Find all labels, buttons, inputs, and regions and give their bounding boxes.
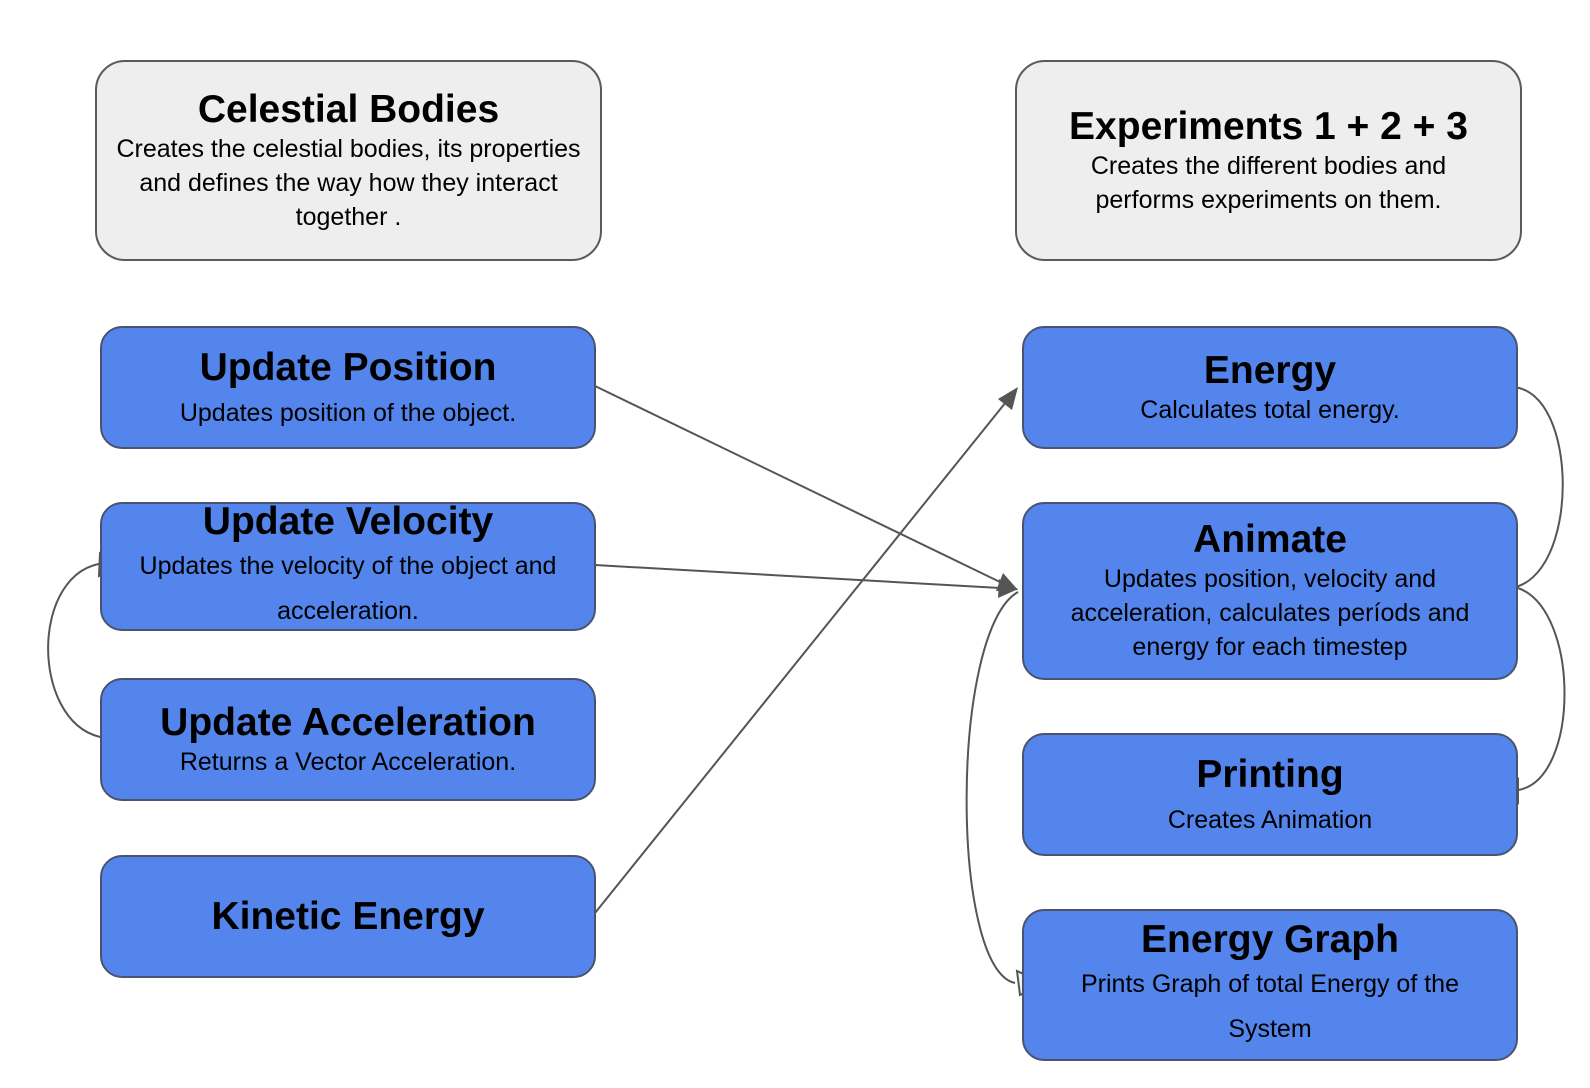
energy-desc: Calculates total energy.: [1140, 395, 1400, 424]
energy-graph-node: Energy Graph Prints Graph of total Energ…: [1022, 909, 1518, 1061]
update-position-title: Update Position: [199, 345, 497, 389]
experiments-desc: Creates the different bodies and perform…: [1090, 151, 1447, 214]
printing-title: Printing: [1196, 752, 1344, 796]
experiments-title: Experiments 1 + 2 + 3: [1069, 104, 1468, 148]
printing-desc: Creates Animation: [1167, 805, 1373, 834]
printing-node: Printing Creates Animation: [1022, 733, 1518, 856]
energy-title: Energy: [1203, 348, 1337, 392]
celestial-bodies-desc: Creates the celestial bodies, its proper…: [116, 134, 581, 231]
update-acceleration-node: Update Acceleration Returns a Vector Acc…: [100, 678, 596, 801]
edge-update-velocity-to-animate: [594, 564, 1018, 598]
update-velocity-title: Update Velocity: [202, 499, 494, 543]
update-position-desc: Updates position of the object.: [179, 398, 517, 427]
edge-kinetic-energy-to-energy: [594, 387, 1018, 914]
energy-graph-title: Energy Graph: [1141, 918, 1399, 961]
energy-node: Energy Calculates total energy.: [1022, 326, 1518, 449]
update-acceleration-desc: Returns a Vector Acceleration.: [179, 747, 517, 776]
update-acceleration-title: Update Acceleration: [160, 700, 536, 744]
update-velocity-node: Update Velocity Updates the velocity of …: [100, 499, 596, 631]
experiments-node: Experiments 1 + 2 + 3 Creates the differ…: [1015, 60, 1522, 261]
animate-title: Animate: [1193, 518, 1347, 561]
energy-graph-desc: Prints Graph of total Energy of the Syst…: [1081, 970, 1459, 1043]
kinetic-energy-title: Kinetic Energy: [211, 894, 485, 938]
update-position-node: Update Position Updates position of the …: [100, 326, 596, 449]
celestial-bodies-node: Celestial Bodies Creates the celestial b…: [95, 60, 602, 261]
celestial-bodies-title: Celestial Bodies: [197, 87, 500, 131]
animate-desc: Updates position, velocity and accelerat…: [1070, 565, 1470, 661]
update-velocity-desc: Updates the velocity of the object and a…: [139, 551, 557, 625]
edge-update-position-to-animate: [594, 385, 1018, 591]
kinetic-energy-node: Kinetic Energy: [100, 855, 596, 978]
animate-node: Animate Updates position, velocity and a…: [1022, 502, 1518, 680]
